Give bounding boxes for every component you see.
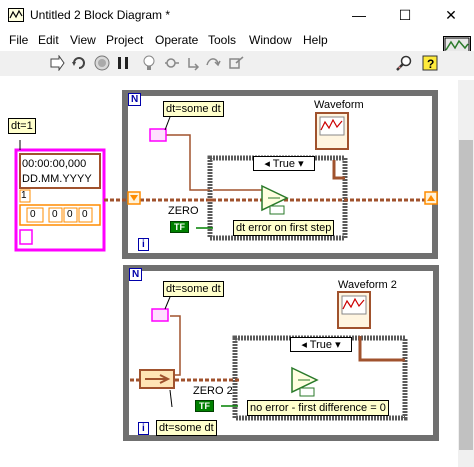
loop2-case-value: True <box>309 339 332 351</box>
date-format-value[interactable]: DD.MM.YYYY <box>22 173 92 185</box>
loop2-dt-label-bottom: dt=some dt <box>156 420 217 436</box>
for-loop-2 <box>123 265 439 441</box>
menu-file[interactable]: File <box>9 33 29 47</box>
waveform-graph-indicator-2 <box>337 291 371 329</box>
waveform-graph-indicator-1 <box>315 112 349 150</box>
timestamp-box <box>19 153 101 189</box>
comparison-node-1 <box>269 205 285 215</box>
case-dropdown-icon[interactable]: ▾ <box>335 339 341 351</box>
abort-icon[interactable] <box>94 55 110 71</box>
graph-wire-2 <box>358 336 405 362</box>
step-over-icon[interactable] <box>205 55 221 71</box>
menu-operate[interactable]: Operate <box>155 33 199 47</box>
error-cluster-box <box>19 229 33 245</box>
loop2-case-selector[interactable]: ◂ True ▾ <box>290 337 352 352</box>
loop1-dt-label: dt=some dt <box>163 101 224 117</box>
loop1-case-selector[interactable]: ◂ True ▾ <box>253 156 315 171</box>
dt-label-left: dt=1 <box>8 118 36 134</box>
run-arrow-icon[interactable] <box>49 55 65 71</box>
loop1-case-value: True <box>272 158 295 170</box>
close-button[interactable]: ✕ <box>445 7 457 23</box>
case-dropdown-icon[interactable]: ▾ <box>298 158 304 170</box>
array-value-2 <box>78 207 93 223</box>
menu-help[interactable]: Help <box>303 33 328 47</box>
svg-text:?: ? <box>427 57 434 71</box>
for-loop-1 <box>122 90 438 259</box>
dt-wire-2 <box>170 315 181 376</box>
menu-view[interactable]: View <box>70 33 96 47</box>
graph-wire-1 <box>332 160 345 180</box>
highlight-execution-icon[interactable] <box>141 55 157 71</box>
diagram-graphics <box>14 90 439 441</box>
dt-wire-1 <box>165 134 270 191</box>
index-value[interactable]: 1 <box>21 190 27 201</box>
index-box <box>19 189 31 203</box>
scrollbar-thumb[interactable] <box>459 140 473 450</box>
menu-bar: File Edit View Project Operate Tools Win… <box>0 31 474 51</box>
array-index-value[interactable]: 0 <box>30 209 36 220</box>
array-value-1-text[interactable]: 0 <box>67 209 73 220</box>
array-value-2-text[interactable]: 0 <box>82 209 88 220</box>
loop2-count-terminal[interactable]: N <box>129 268 143 281</box>
array-value-0 <box>48 207 63 223</box>
loop2-message: no error - first difference = 0 <box>247 400 389 416</box>
pause-icon[interactable] <box>115 55 131 71</box>
menu-window[interactable]: Window <box>249 33 292 47</box>
comparison-node-2 <box>299 387 315 397</box>
search-icon[interactable] <box>396 55 412 71</box>
loop2-iteration-terminal[interactable]: i <box>138 422 149 435</box>
loop2-dt-label: dt=some dt <box>163 281 224 297</box>
loop1-zero-constant[interactable]: TF <box>170 221 189 233</box>
loop1-zero-label: ZERO <box>168 205 199 217</box>
step-out-icon[interactable] <box>228 55 244 71</box>
labview-app-icon <box>8 8 24 22</box>
maximize-button[interactable]: ☐ <box>398 7 412 23</box>
array-value-1 <box>63 207 78 223</box>
dt-constant-1 <box>149 128 167 142</box>
title-bar: Untitled 2 Block Diagram * — ☐ ✕ <box>0 0 474 31</box>
menu-edit[interactable]: Edit <box>38 33 59 47</box>
timestamp-value[interactable]: 00:00:00,000 <box>22 158 87 170</box>
minimize-button[interactable]: — <box>352 7 366 23</box>
case-left-arrow-icon[interactable]: ◂ <box>301 339 307 351</box>
dt-constant-2 <box>151 308 169 322</box>
array-index-box <box>26 207 44 223</box>
loop2-zero-label: ZERO 2 <box>193 385 233 397</box>
loop1-waveform-label: Waveform <box>314 99 364 111</box>
loop1-iteration-terminal[interactable]: i <box>138 238 149 251</box>
loop1-count-terminal[interactable]: N <box>128 93 142 106</box>
window-title: Untitled 2 Block Diagram * <box>30 8 171 22</box>
help-icon[interactable]: ? <box>422 55 438 71</box>
step-into-icon[interactable] <box>186 55 202 71</box>
run-continuously-icon[interactable] <box>71 55 87 71</box>
menu-project[interactable]: Project <box>106 33 144 47</box>
loop2-waveform-label: Waveform 2 <box>338 279 397 291</box>
retain-wire-values-icon[interactable] <box>164 55 180 71</box>
toolbar: 15pt Application Font▾ ? <box>0 51 474 122</box>
case-left-arrow-icon[interactable]: ◂ <box>264 158 270 170</box>
loop2-zero-constant[interactable]: TF <box>195 400 214 412</box>
array-value-0-text[interactable]: 0 <box>52 209 58 220</box>
loop1-message: dt error on first step <box>233 220 335 236</box>
menu-tools[interactable]: Tools <box>208 33 237 47</box>
